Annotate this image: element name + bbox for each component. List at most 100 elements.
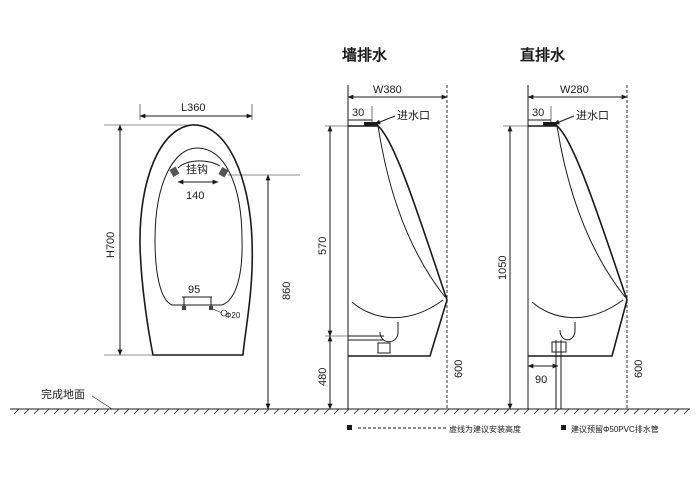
wall-inlet-offset: 30 (352, 107, 364, 119)
floor-hatch-stroke (43, 408, 50, 415)
wall-drain-title: 墙排水 (342, 46, 388, 64)
floor-hatch-stroke (623, 408, 630, 415)
floor-hatch-stroke (383, 408, 390, 415)
urinal-front-outline (139, 124, 254, 356)
floor-trap-body (551, 341, 567, 353)
floor-width-label: W280 (560, 84, 589, 96)
floor-drain-view: 直排水 W280 30 进水口 1050 90 600 (497, 46, 645, 410)
floor-label: 完成地面 (41, 387, 85, 401)
floor-inlet-height: 1050 (497, 256, 509, 280)
floor-hatch-stroke (473, 408, 480, 415)
floor-hatch-stroke (23, 408, 30, 415)
pipe-symbol-icon (220, 309, 228, 317)
floor-hatch-stroke (313, 408, 320, 415)
floor-hatch-stroke (183, 408, 190, 415)
floor-hatch-stroke (613, 408, 620, 415)
floor-hatch-stroke (423, 408, 430, 415)
floor-hatch-stroke (13, 408, 20, 415)
front-inner-arc (177, 160, 221, 169)
floor-hatch-stroke (403, 408, 410, 415)
wall-lower-height: 480 (317, 368, 329, 386)
floor-hatch-stroke (173, 408, 180, 415)
floor-drain-height: 600 (633, 360, 645, 378)
wall-urinal-profile (348, 125, 448, 357)
legend: 虚线为建议安装高度 建议预留Φ50PVC排水管 (347, 424, 659, 434)
floor-hatch-stroke (683, 408, 690, 415)
floor-hatch-stroke (283, 408, 290, 415)
floor-hatch-stroke (163, 408, 170, 415)
wall-drain-height: 600 (453, 360, 465, 378)
floor-hatch-stroke (243, 408, 250, 415)
legend-dashed-text: 虚线为建议安装高度 (449, 424, 521, 434)
floor-label-group: 完成地面 (41, 387, 113, 410)
floor-hatch-stroke (573, 408, 580, 415)
floor-hatch-stroke (643, 408, 650, 415)
floor-line (10, 408, 690, 415)
floor-hatch-stroke (563, 408, 570, 415)
floor-hatch-stroke (323, 408, 330, 415)
floor-inlet-offset: 30 (532, 107, 544, 119)
hook-label: 挂钩 (186, 162, 208, 176)
wall-bowl-curve (351, 299, 444, 319)
floor-hatch-stroke (393, 408, 400, 415)
floor-hatch-stroke (433, 408, 440, 415)
floor-inlet-label: 进水口 (576, 109, 609, 122)
floor-hatch-stroke (273, 408, 280, 415)
floor-hatch-stroke (33, 408, 40, 415)
floor-hatch-stroke (333, 408, 340, 415)
floor-hatch-stroke (193, 408, 200, 415)
floor-hatch-stroke (143, 408, 150, 415)
wall-inlet-pipe (364, 122, 378, 126)
floor-hatch-stroke (413, 408, 420, 415)
floor-hatch-stroke (463, 408, 470, 415)
floor-leader (91, 395, 113, 410)
floor-drain-title: 直排水 (520, 46, 566, 64)
floor-hatch-stroke (263, 408, 270, 415)
floor-hatch-stroke (113, 408, 120, 415)
pipe-label: Φ20 (225, 311, 241, 320)
floor-hatch-stroke (653, 408, 660, 415)
floor-hatch-stroke (603, 408, 610, 415)
floor-hatch-stroke (373, 408, 380, 415)
wall-trap (379, 322, 399, 343)
wall-upper-height: 570 (317, 237, 329, 255)
floor-hatch-stroke (253, 408, 260, 415)
floor-hatch-stroke (673, 408, 680, 415)
floor-hatch-stroke (523, 408, 530, 415)
wall-width-label: W380 (373, 84, 402, 96)
front-height-label: H700 (105, 232, 117, 258)
wall-inlet-leader (374, 115, 396, 125)
floor-hatch-stroke (443, 408, 450, 415)
pipe-leader (212, 308, 223, 314)
legend-pipe-text: 建议预留Φ50PVC排水管 (571, 424, 659, 434)
floor-hatch-stroke (203, 408, 210, 415)
left-hook (169, 166, 180, 177)
floor-hatch-stroke (93, 408, 100, 415)
floor-hatch-stroke (213, 408, 220, 415)
floor-hatch-stroke (103, 408, 110, 415)
floor-hatch-stroke (53, 408, 60, 415)
floor-hatch-stroke (63, 408, 70, 415)
floor-bowl-curve (531, 299, 624, 319)
floor-hatch-stroke (83, 408, 90, 415)
outlet-left-pipe (182, 306, 186, 310)
floor-inlet-pipe (543, 122, 557, 126)
outlet-span-value: 95 (188, 284, 200, 296)
floor-hatch-stroke (593, 408, 600, 415)
floor-hatch-stroke (353, 408, 360, 415)
floor-urinal-inner (556, 125, 626, 298)
outlet-right-pipe (209, 306, 213, 310)
floor-hatch-stroke (223, 408, 230, 415)
floor-hatch-stroke (453, 408, 460, 415)
floor-hatch-stroke (493, 408, 500, 415)
legend-pipe-marker (561, 425, 566, 430)
front-view: 挂钩 140 95 Φ20 L360 H700 860 (104, 102, 300, 410)
floor-hatch-stroke (233, 408, 240, 415)
front-width-label: L360 (181, 102, 205, 114)
floor-trap (559, 322, 576, 341)
urinal-front-bowl (154, 147, 243, 306)
floor-hatch-stroke (293, 408, 300, 415)
floor-hatch-stroke (73, 408, 80, 415)
